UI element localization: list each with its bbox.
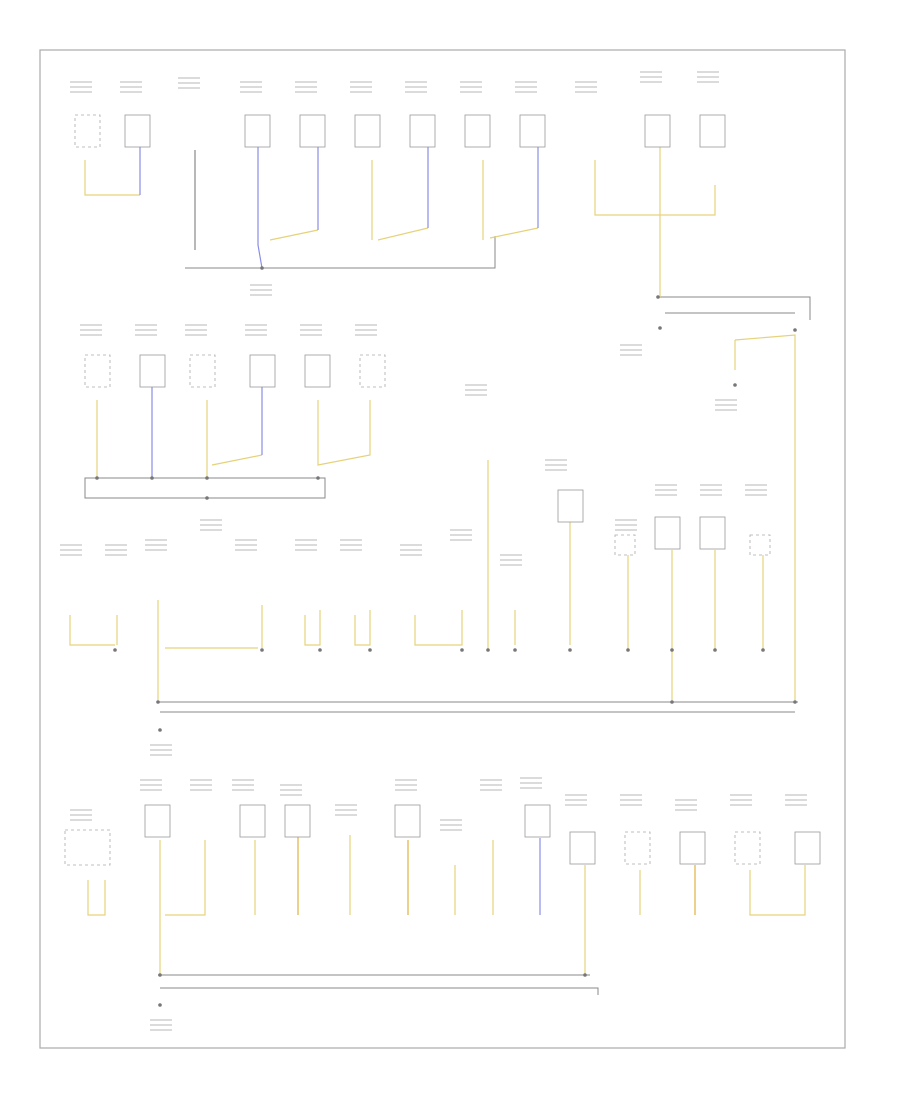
ground-node <box>260 648 264 652</box>
ground-bus-right-upper <box>658 296 811 320</box>
ground-node <box>158 728 162 732</box>
component-box <box>139 354 166 388</box>
wire-yellow <box>377 227 429 241</box>
component-box <box>124 114 151 148</box>
ground-node <box>316 476 320 480</box>
component-dashed <box>64 829 111 866</box>
component-box <box>244 114 271 148</box>
component-box <box>409 114 436 148</box>
diagram-static <box>84 236 811 995</box>
component-box <box>144 804 171 838</box>
component-box <box>519 114 546 148</box>
component-dashed <box>189 354 216 388</box>
wire-yellow <box>414 610 463 646</box>
component-box <box>699 114 726 148</box>
wires <box>69 147 806 975</box>
ground-node <box>583 973 587 977</box>
ground-node <box>670 648 674 652</box>
ground-node <box>670 700 674 704</box>
ground-bus-engine-top <box>185 236 496 269</box>
wire-yellow <box>749 865 806 916</box>
ground-node <box>205 476 209 480</box>
ground-node <box>656 295 660 299</box>
ground-node <box>150 476 154 480</box>
component-dashed <box>734 831 761 865</box>
component-box <box>557 489 584 523</box>
ground-node <box>113 648 117 652</box>
wire-blue <box>257 147 263 269</box>
ground-node <box>95 476 99 480</box>
component-box <box>249 354 276 388</box>
ground-node <box>568 648 572 652</box>
ground-node <box>460 648 464 652</box>
ground-node <box>260 266 264 270</box>
component-dashed <box>84 354 111 388</box>
wire-yellow <box>354 610 371 646</box>
ground-node <box>761 648 765 652</box>
component-box <box>239 804 266 838</box>
ground-node <box>793 328 797 332</box>
component-box <box>794 831 821 865</box>
component-dashed <box>624 831 651 865</box>
ground-bus-engine-middle <box>84 477 326 499</box>
ground-node <box>626 648 630 652</box>
components <box>60 71 821 1031</box>
ground-node <box>486 648 490 652</box>
component-box <box>464 114 491 148</box>
ground-node <box>513 648 517 652</box>
wire-yellow <box>84 160 140 196</box>
component-box <box>654 516 681 550</box>
component-box <box>679 831 706 865</box>
ground-node <box>318 648 322 652</box>
ground-node <box>205 496 209 500</box>
component-box <box>699 516 726 550</box>
component-box <box>354 114 381 148</box>
component-box <box>394 804 421 838</box>
wire-yellow <box>304 610 321 646</box>
wire-yellow <box>317 400 371 466</box>
component-box <box>299 114 326 148</box>
wire-yellow <box>69 615 115 646</box>
wire-yellow <box>87 880 106 916</box>
wire-yellow <box>211 454 263 466</box>
component-box <box>304 354 331 388</box>
component-dashed <box>749 534 771 556</box>
component-box <box>524 804 551 838</box>
ground-nodes <box>95 266 797 1007</box>
component-box <box>569 831 596 865</box>
component-box <box>284 804 311 838</box>
component-dashed <box>359 354 386 388</box>
ground-node <box>713 648 717 652</box>
wire-yellow <box>165 840 206 916</box>
wire-yellow <box>594 160 660 216</box>
ground-node <box>368 648 372 652</box>
diagram-frame <box>39 49 846 1049</box>
wire-yellow <box>269 229 319 241</box>
component-box <box>644 114 671 148</box>
ground-node <box>733 383 737 387</box>
ground-node <box>156 700 160 704</box>
wire-yellow <box>734 334 796 700</box>
ground-node <box>793 700 797 704</box>
ground-node <box>158 973 162 977</box>
ground-bus-bottom-2 <box>160 987 599 995</box>
ground-node <box>158 1003 162 1007</box>
component-dashed <box>74 114 101 148</box>
wire-yellow <box>489 227 539 239</box>
wire-yellow <box>660 185 716 216</box>
ground-node <box>658 326 662 330</box>
component-dashed <box>614 534 636 556</box>
